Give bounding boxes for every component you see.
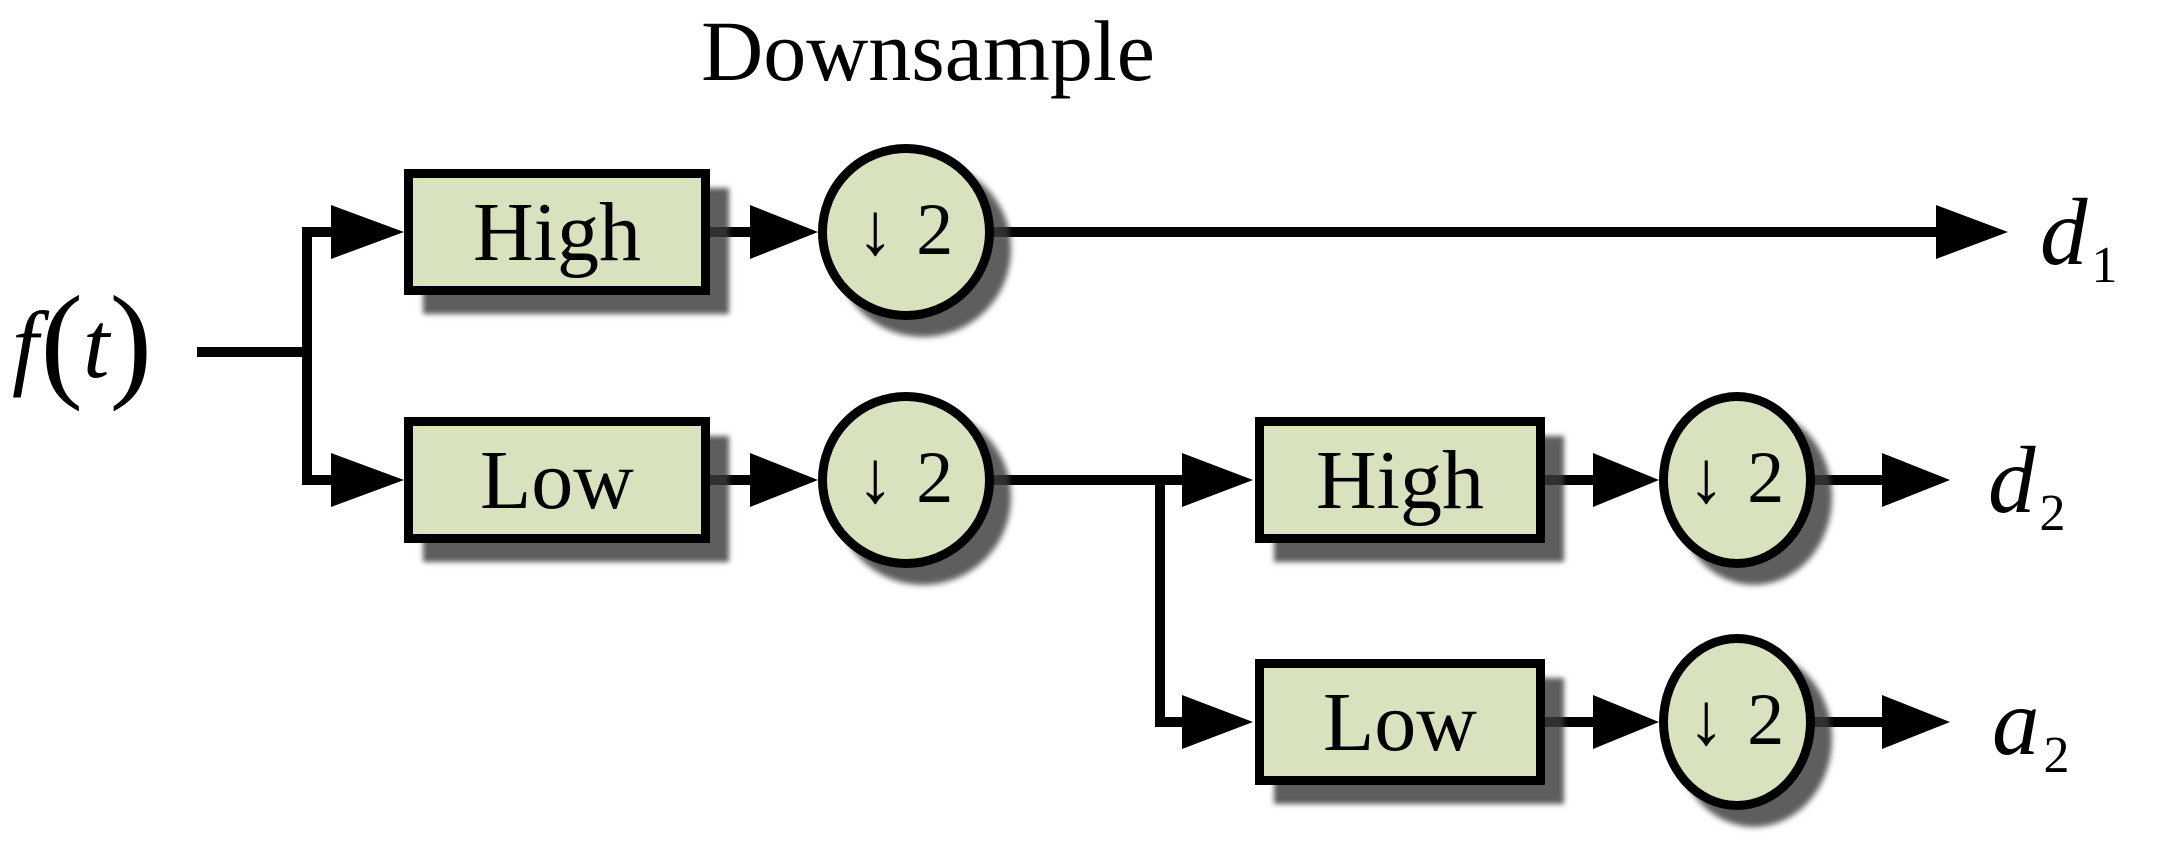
filter-box-high-level2: High [1255,417,1545,543]
connector-branch-2 [1155,475,1195,727]
output-a2-subscript: 2 [2043,727,2070,784]
filter-box-low-level2: Low [1255,659,1545,785]
downsample-circle-4: ↓ 2 [1659,634,1815,810]
downsample-circle-4-label: ↓ 2 [1687,678,1787,761]
output-d1-subscript: 1 [2091,237,2118,294]
filter-box-low-level2-label: Low [1323,675,1477,769]
input-signal-label: f(t) [12,270,153,412]
output-a2-base: a [1992,668,2040,775]
connector-branch-1 [302,227,343,485]
downsample-circle-2: ↓ 2 [818,392,994,568]
arrowhead-into-high2 [1182,453,1253,507]
arrowhead-into-low2 [1182,695,1253,749]
arrowhead-into-a2 [1882,695,1950,749]
arrowhead-into-down1 [750,205,818,259]
downsample-circle-1: ↓ 2 [818,144,994,320]
arrowhead-into-down3 [1593,453,1659,507]
input-open-paren: ( [40,270,84,412]
output-d1-base: d [2040,178,2088,285]
downsample-title: Downsample [701,3,1155,99]
downsample-circle-3-label: ↓ 2 [1687,436,1787,519]
arrowhead-into-low1 [331,453,404,507]
arrowhead-into-down2 [750,453,818,507]
arrowhead-into-down4 [1593,695,1659,749]
downsample-circle-2-label: ↓ 2 [856,436,956,519]
downsample-circle-3: ↓ 2 [1659,392,1815,568]
arrowhead-into-d2 [1882,453,1950,507]
input-close-paren: ) [109,270,153,412]
filter-box-high-level1-label: High [473,185,641,279]
arrowhead-into-d1 [1936,205,2008,259]
output-d2-subscript: 2 [2039,485,2066,542]
filter-box-high-level1: High [404,169,710,295]
filter-box-low-level1: Low [404,417,710,543]
filter-box-low-level1-label: Low [480,433,634,527]
input-arg: t [83,291,110,398]
downsample-circle-1-label: ↓ 2 [856,188,956,271]
arrowhead-into-high1 [331,205,404,259]
input-func: f [12,291,39,398]
filter-box-high-level2-label: High [1316,433,1484,527]
output-d2-base: d [1988,426,2036,533]
